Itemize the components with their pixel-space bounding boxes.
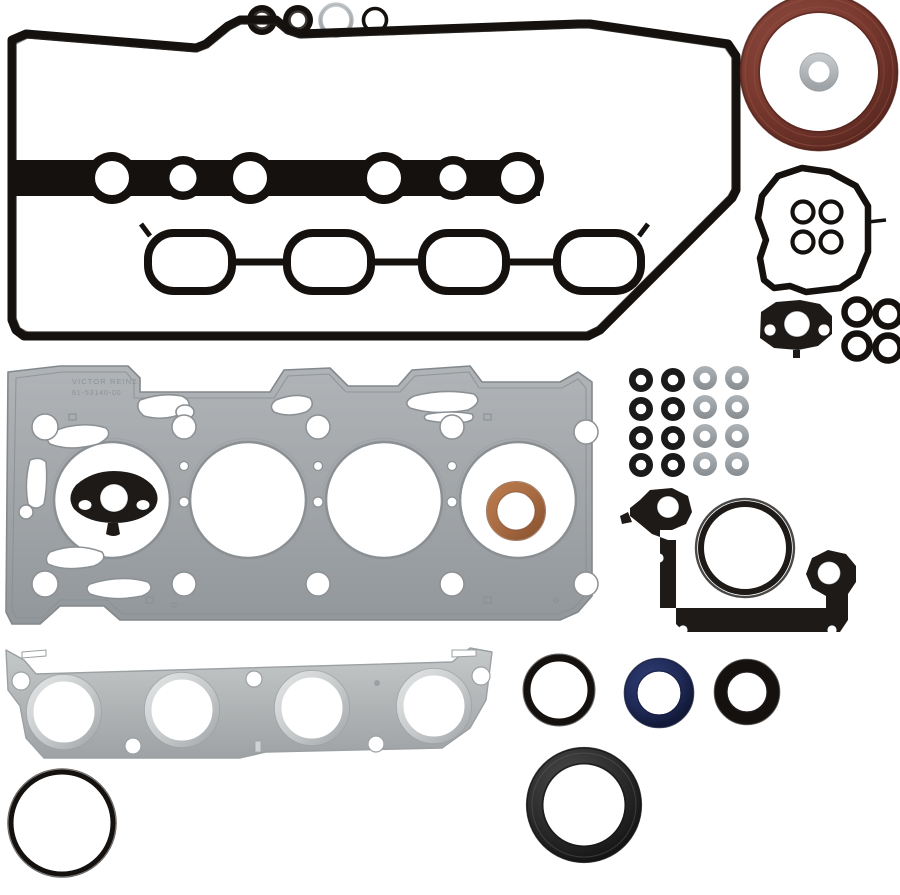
intake-tab-left xyxy=(139,222,152,238)
head-gasket-bore-4 xyxy=(455,437,581,563)
flange-hole-right xyxy=(136,500,150,510)
head-gasket-bolt-holes xyxy=(18,413,599,598)
camshaft-seal-black xyxy=(713,658,781,726)
exhaust-port-1 xyxy=(25,673,103,751)
water-pump-ring-gasket xyxy=(694,497,796,599)
flange-hole-left xyxy=(78,500,92,510)
intake-manifold-gasket xyxy=(139,222,650,295)
intake-port-4 xyxy=(553,229,645,295)
spark-plug-tube-seal-strip xyxy=(12,152,544,204)
timing-cover-gasket xyxy=(754,164,887,296)
camshaft-seal-navy xyxy=(623,657,695,729)
valve-seal-col-black-1 xyxy=(629,368,653,477)
valve-cover-gasket xyxy=(7,15,741,341)
exhaust-port-3 xyxy=(273,669,351,747)
flange-bolt-hole-left xyxy=(764,324,776,336)
head-gasket-stamp-marks xyxy=(68,413,559,608)
head-gasket xyxy=(5,365,599,625)
head-gasket-copper-ring xyxy=(485,480,547,542)
bracket-small-hole-4 xyxy=(827,625,837,635)
exhaust-mark-tab xyxy=(254,740,262,753)
tube-seal-ring-3 xyxy=(224,152,276,204)
valve-seal-col-black-2 xyxy=(661,368,685,477)
oring-black-bottom-left xyxy=(7,768,117,878)
bracket-small-hole-3 xyxy=(678,625,688,635)
crankshaft-rear-main-seal xyxy=(739,0,899,152)
tube-seal-ring-1 xyxy=(86,152,138,204)
intake-port-1 xyxy=(144,229,236,295)
valve-stem-seal-grid xyxy=(629,366,749,477)
bracket-hole-right xyxy=(817,561,841,585)
bracket-tab xyxy=(620,512,632,524)
exhaust-manifold-gasket xyxy=(5,647,493,759)
exhaust-port-4 xyxy=(395,667,473,745)
timing-cover-bore-1 xyxy=(790,199,816,225)
head-gasket-left-notches xyxy=(25,424,152,600)
intake-port-3 xyxy=(418,229,510,295)
exhaust-port-2 xyxy=(143,671,221,749)
bracket-hole-upper-left xyxy=(657,496,679,518)
water-pump-bracket-gasket xyxy=(620,488,856,635)
flange-bolt-hole-right xyxy=(818,324,830,336)
tube-seal-ring-6 xyxy=(492,152,544,204)
oring-right-4 xyxy=(872,332,900,364)
oring-right-3 xyxy=(841,330,873,362)
tube-seal-ring-4 xyxy=(358,152,410,204)
right-oring-set xyxy=(841,296,900,364)
bracket-small-hole-2 xyxy=(657,620,667,630)
exhaust-mark-dot xyxy=(374,680,380,686)
front-crank-seal-graphite xyxy=(525,746,643,864)
exhaust-tab-left xyxy=(21,649,47,659)
oring-black-large xyxy=(522,653,596,727)
oring-right-1 xyxy=(841,296,873,328)
throttle-body-flange-gasket xyxy=(760,300,832,358)
timing-cover-nipple xyxy=(867,218,887,224)
intake-port-2 xyxy=(283,229,375,295)
intake-tab-right xyxy=(637,222,650,238)
crank-seal-center-washer xyxy=(799,52,839,92)
head-gasket-small-holes xyxy=(178,460,458,508)
valve-seal-col-gray-2 xyxy=(725,366,749,476)
valve-seal-col-gray-1 xyxy=(693,366,717,476)
timing-cover-bore-3 xyxy=(790,229,816,255)
timing-cover-bore-2 xyxy=(818,199,844,225)
tube-seal-ring-2 xyxy=(161,156,205,200)
head-gasket-flange-seal xyxy=(70,471,158,536)
tube-seal-ring-5 xyxy=(431,156,475,200)
timing-cover-bore-4 xyxy=(818,229,844,255)
bracket-small-hole-1 xyxy=(654,553,664,563)
exhaust-tab-right xyxy=(451,649,477,658)
top-small-seals-group xyxy=(247,2,389,38)
oring-right-2 xyxy=(872,298,900,330)
exhaust-bolt-holes xyxy=(11,666,491,755)
